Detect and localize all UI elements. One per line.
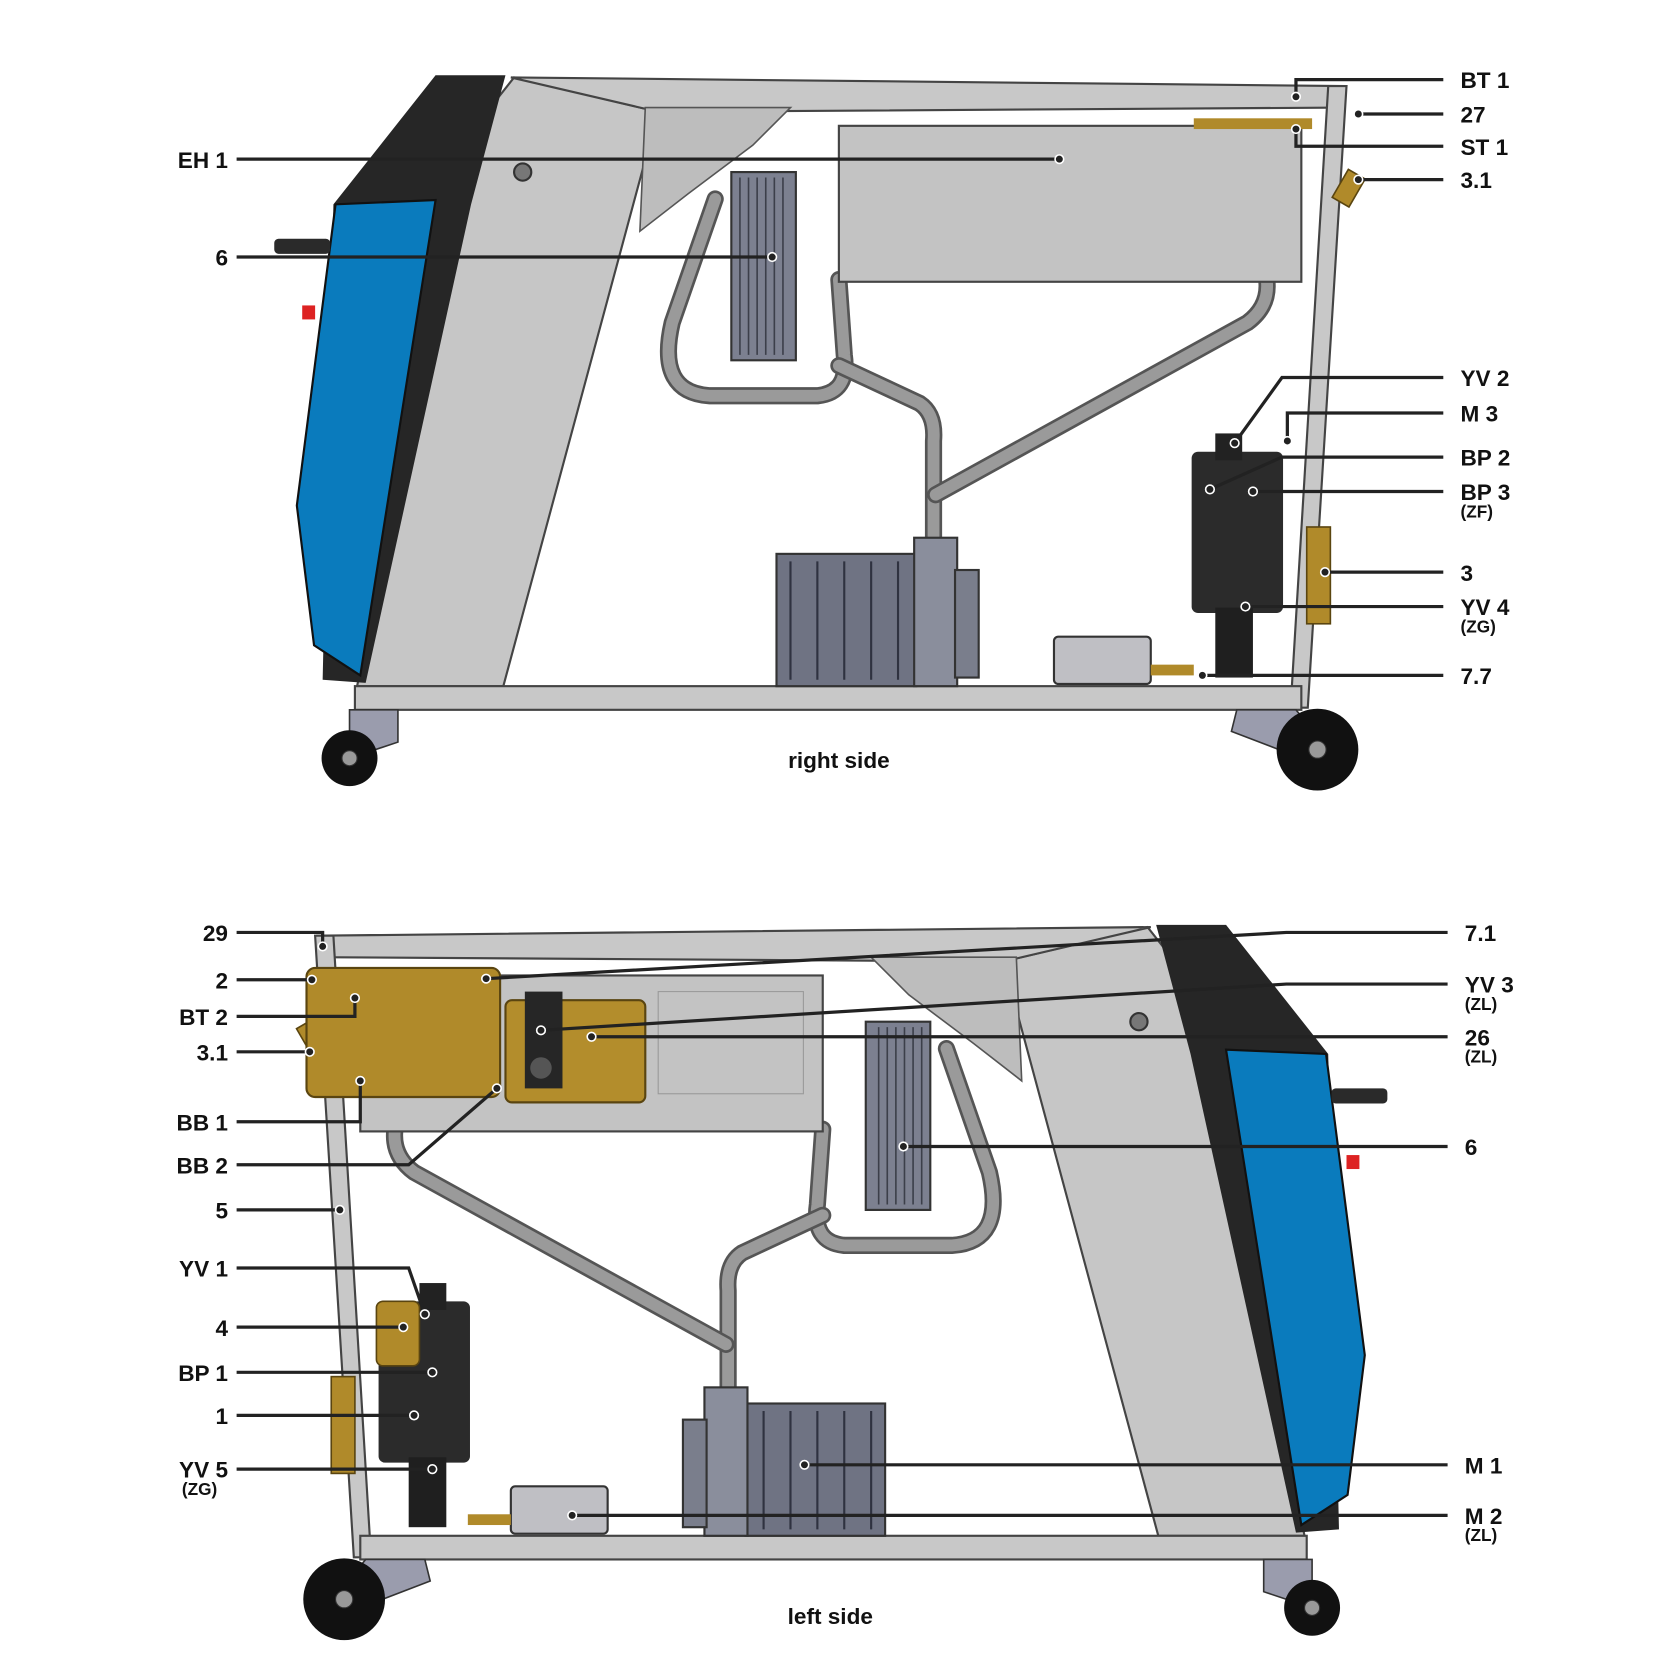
- component-label: 7.7: [1461, 664, 1492, 689]
- leader-line: [1294, 77, 1444, 97]
- leader-dot: [1247, 486, 1259, 497]
- component-sublabel: (ZF): [1461, 501, 1493, 521]
- leader-dot: [481, 973, 492, 984]
- leader-dot: [334, 1204, 345, 1216]
- leader-dot: [767, 251, 778, 263]
- leader-line: [236, 930, 325, 947]
- leader-line: [486, 930, 1448, 981]
- component-label: BP 2: [1461, 446, 1511, 471]
- component-label: YV 5: [179, 1458, 228, 1483]
- leader-dot: [1240, 601, 1251, 612]
- caption-left-side: left side: [788, 1604, 873, 1629]
- leader-dot: [1353, 108, 1364, 120]
- leader-dot: [317, 941, 328, 952]
- leader-line: [1285, 411, 1444, 441]
- component-label: 5: [215, 1199, 228, 1224]
- component-sublabel: (ZG): [182, 1479, 217, 1499]
- leader-line: [236, 1087, 498, 1167]
- leader-dot: [419, 1309, 430, 1320]
- component-label: 26: [1465, 1025, 1490, 1050]
- component-label: 3.1: [1461, 168, 1492, 193]
- leader-dot: [1319, 567, 1331, 578]
- component-label: BT 2: [179, 1005, 228, 1030]
- leader-dot: [1229, 437, 1240, 449]
- component-label: 27: [1461, 103, 1486, 128]
- component-label: BP 1: [178, 1361, 228, 1386]
- component-label: BB 2: [177, 1153, 228, 1178]
- component-label: BT 1: [1461, 68, 1510, 93]
- leader-dot: [1353, 174, 1364, 185]
- component-sublabel: (ZL): [1465, 1047, 1497, 1067]
- leader-dot: [398, 1322, 409, 1333]
- leader-line: [236, 998, 357, 1018]
- leader-dot: [1290, 91, 1302, 102]
- leader-line: [1294, 129, 1444, 148]
- component-label: EH 1: [178, 148, 228, 173]
- leader-dot: [427, 1464, 438, 1475]
- leader-line: [236, 1266, 427, 1315]
- component-label: YV 2: [1461, 366, 1510, 391]
- leader-dot: [491, 1083, 502, 1094]
- component-label: 7.1: [1465, 921, 1496, 946]
- component-label: 6: [215, 246, 228, 271]
- machine-right-side: [274, 75, 1365, 790]
- leader-dot: [535, 1025, 547, 1036]
- leader-dot: [355, 1075, 366, 1086]
- component-sublabel: (ZG): [1461, 616, 1496, 636]
- component-label: YV 1: [179, 1257, 228, 1282]
- leader-dot: [1204, 484, 1216, 495]
- leader-line: [1209, 455, 1444, 491]
- leader-dot: [799, 1459, 810, 1470]
- component-label: 29: [203, 921, 228, 946]
- leader-dot: [408, 1410, 420, 1421]
- component-label: 3.1: [197, 1040, 228, 1065]
- caption-right-side: right side: [788, 748, 890, 773]
- component-label: 1: [215, 1404, 228, 1429]
- leader-dot: [898, 1141, 909, 1152]
- leader-dot: [1054, 154, 1065, 165]
- leader-dot: [1197, 670, 1208, 681]
- component-label: M 2: [1465, 1504, 1503, 1529]
- leader-dot: [306, 974, 317, 985]
- leader-dot: [304, 1046, 315, 1057]
- component-label: 2: [215, 968, 228, 993]
- leader-line: [1233, 375, 1444, 445]
- component-label: M 3: [1461, 402, 1499, 427]
- leader-dot: [349, 992, 361, 1004]
- component-label: 3: [1461, 561, 1474, 586]
- component-label: ST 1: [1461, 135, 1509, 160]
- leader-dot: [586, 1031, 597, 1042]
- leader-dot: [427, 1367, 438, 1378]
- component-label: 6: [1465, 1135, 1478, 1160]
- component-sublabel: (ZL): [1465, 994, 1497, 1014]
- leader-dot: [567, 1510, 578, 1521]
- component-sublabel: (ZL): [1465, 1525, 1497, 1545]
- component-label: BB 1: [177, 1110, 228, 1135]
- component-label: M 1: [1465, 1453, 1503, 1478]
- component-label: YV 4: [1461, 595, 1510, 620]
- leader-dot: [1282, 435, 1293, 447]
- leader-line: [236, 1080, 362, 1124]
- component-label: YV 3: [1465, 973, 1514, 998]
- leader-line: [540, 982, 1448, 1032]
- component-label: 4: [215, 1316, 228, 1341]
- leader-dot: [1290, 123, 1302, 135]
- component-label: BP 3: [1461, 480, 1511, 505]
